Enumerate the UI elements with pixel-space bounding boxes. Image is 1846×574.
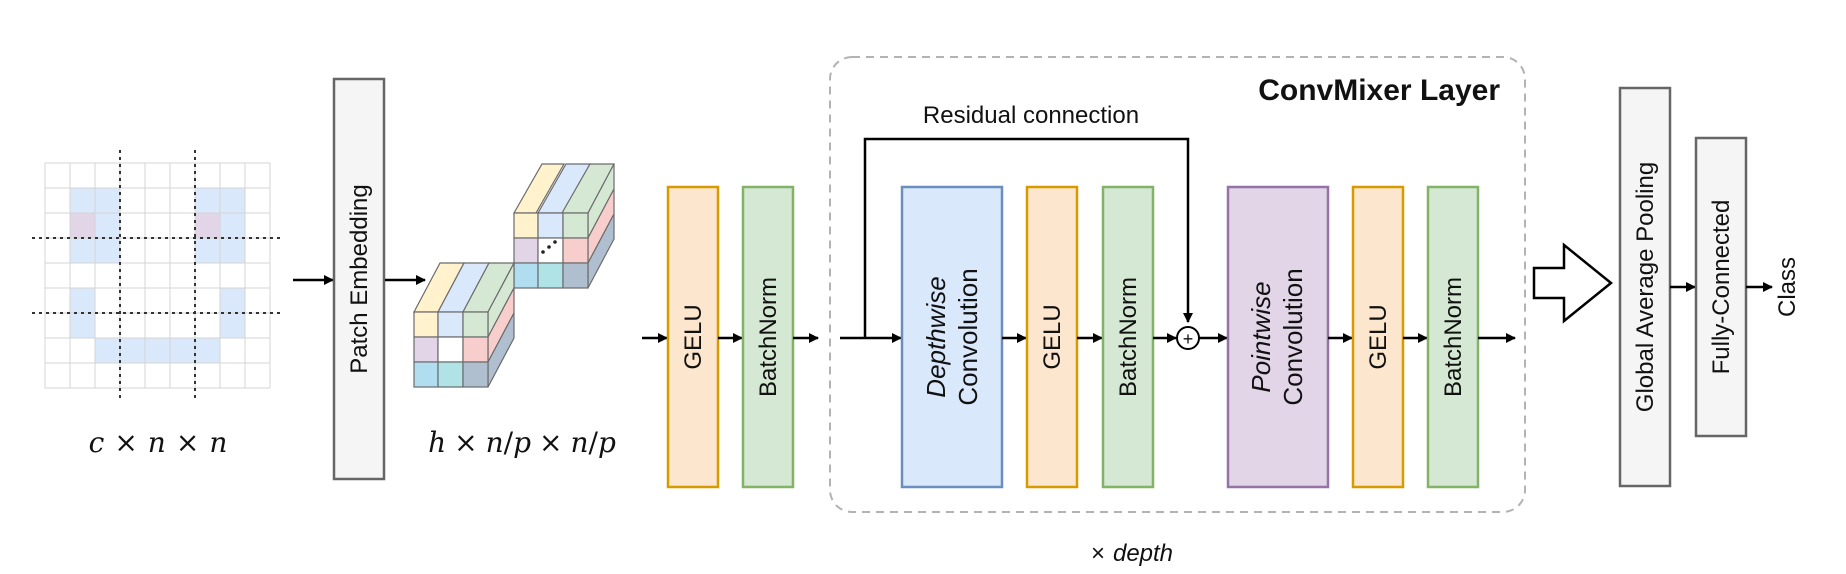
depthwise-conv-block: Depthwise Convolution bbox=[900, 185, 1004, 489]
tensor-ellipsis bbox=[541, 240, 557, 254]
batchnorm-label-3: BatchNorm bbox=[1440, 277, 1467, 397]
convmixer-layer-container bbox=[829, 56, 1526, 513]
pointwise-conv-label: Convolution bbox=[1278, 268, 1308, 405]
residual-connection-label: Residual connection bbox=[923, 102, 1139, 129]
input-pattern bbox=[70, 188, 245, 363]
batchnorm-label-1: BatchNorm bbox=[755, 277, 782, 397]
batchnorm-block-2: BatchNorm bbox=[1101, 185, 1155, 489]
pointwise-label: Pointwise bbox=[1246, 281, 1276, 392]
residual-connection-path bbox=[863, 137, 1193, 338]
patch-embedding-label: Patch Embedding bbox=[346, 184, 373, 373]
plus-sign: + bbox=[1183, 329, 1194, 349]
batchnorm-block-3: BatchNorm bbox=[1426, 185, 1480, 489]
tensor-back-stack bbox=[512, 163, 615, 289]
depthwise-label: Depthwise bbox=[921, 276, 951, 397]
gelu-label-1: GELU bbox=[680, 304, 707, 369]
depthwise-conv-label: Convolution bbox=[953, 268, 983, 405]
gelu-label-2: GELU bbox=[1039, 304, 1066, 369]
patch-embedding-block: Patch Embedding bbox=[332, 77, 386, 481]
embedded-tensor bbox=[413, 163, 615, 388]
gelu-block-3: GELU bbox=[1351, 185, 1405, 489]
gelu-label-3: GELU bbox=[1365, 304, 1392, 369]
batchnorm-label-2: BatchNorm bbox=[1115, 277, 1142, 397]
input-image-grid bbox=[32, 150, 282, 402]
embed-shape-label: h×n/p×n/p bbox=[428, 426, 616, 459]
fc-label: Fully-Connected bbox=[1708, 200, 1735, 375]
grid-lines bbox=[44, 162, 271, 389]
residual-add-node: + bbox=[1176, 326, 1200, 350]
convmixer-layer-title: ConvMixer Layer bbox=[1258, 74, 1500, 107]
gelu-block-2: GELU bbox=[1025, 185, 1079, 489]
patch-dividers bbox=[32, 150, 282, 402]
input-shape-label: c×n×n bbox=[89, 426, 228, 459]
batchnorm-block-1: BatchNorm bbox=[741, 185, 795, 489]
depth-repeat-label: ×depth bbox=[1091, 540, 1173, 567]
global-average-pooling-block: Global Average Pooling bbox=[1618, 86, 1672, 488]
pointwise-conv-block: Pointwise Convolution bbox=[1226, 185, 1330, 489]
fully-connected-block: Fully-Connected bbox=[1694, 136, 1748, 438]
big-arrow-icon bbox=[1532, 242, 1613, 324]
gap-label: Global Average Pooling bbox=[1632, 162, 1659, 412]
class-label: Class bbox=[1774, 257, 1801, 317]
tensor-front-stack bbox=[413, 262, 515, 388]
gelu-block-1: GELU bbox=[666, 185, 720, 489]
